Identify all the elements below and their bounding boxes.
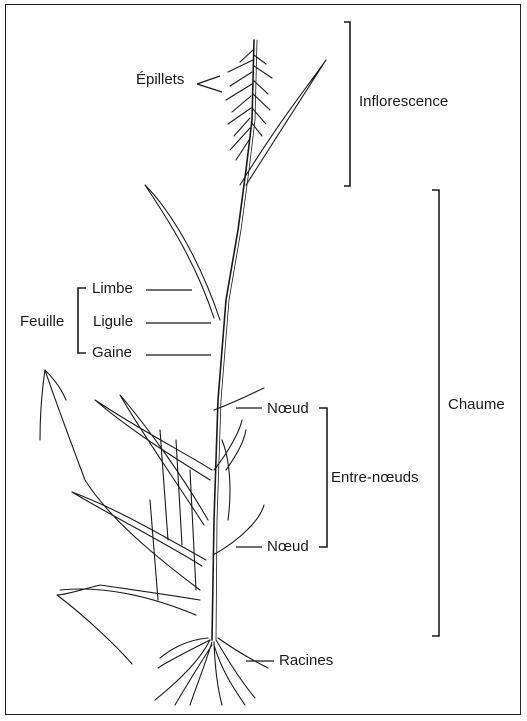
label-feuille: Feuille [20,313,64,331]
label-limbe: Limbe [92,280,133,298]
label-entre-noeuds: Entre-nœuds [331,469,419,487]
label-racines: Racines [279,652,333,670]
label-noeud-bottom: Nœud [267,538,309,556]
label-epillets: Épillets [136,71,184,89]
label-gaine: Gaine [92,344,132,362]
label-ligule: Ligule [93,313,133,331]
label-inflorescence: Inflorescence [359,93,448,111]
label-noeud-top: Nœud [267,400,309,418]
label-chaume: Chaume [448,396,505,414]
